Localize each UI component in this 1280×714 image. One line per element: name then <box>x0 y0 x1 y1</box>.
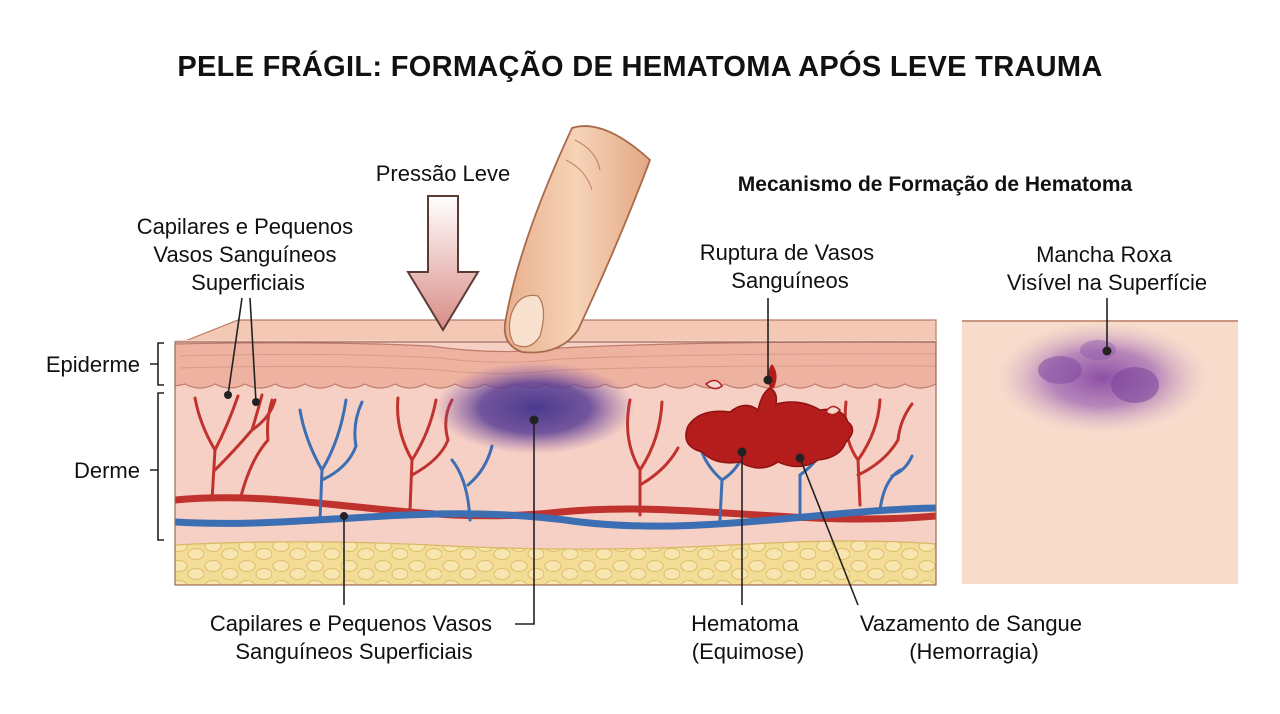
epidermis-label: Epiderme <box>46 352 140 377</box>
purple-spot-line-1: Mancha Roxa <box>1036 242 1173 267</box>
leakage-line-1: Vazamento de Sangue <box>860 611 1082 636</box>
capillaries-bottom-label: Capilares e Pequenos Vasos Sanguíneos Su… <box>210 611 498 664</box>
surface-view-panel <box>962 320 1238 584</box>
hemorrhage-pool <box>685 387 854 469</box>
deep-vein <box>175 504 936 530</box>
bruise-under-pressure <box>435 362 635 454</box>
pressure-arrow <box>406 195 480 332</box>
hematoma-line-1: Hematoma <box>691 611 799 636</box>
capillaries-top-line-1: Capilares e Pequenos <box>137 214 353 239</box>
finger-illustration <box>503 125 652 354</box>
rupture-line-1: Ruptura de Vasos <box>700 240 874 265</box>
leakage-line-2: (Hemorragia) <box>909 639 1039 664</box>
layer-brackets <box>150 342 164 541</box>
pressure-label: Pressão Leve <box>376 161 511 186</box>
subcutaneous-fat-layer <box>175 540 936 585</box>
diagram-title: PELE FRÁGIL: FORMAÇÃO DE HEMATOMA APÓS L… <box>177 49 1102 83</box>
purple-spot-line-2: Visível na Superfície <box>1007 270 1207 295</box>
capillaries-bottom-line-1: Capilares e Pequenos Vasos <box>210 611 492 636</box>
capillaries-top-label: Capilares e Pequenos Vasos Sanguíneos Su… <box>137 214 360 295</box>
capillaries-bottom-leader <box>343 420 535 625</box>
rupture-line-2: Sanguíneos <box>731 268 848 293</box>
capillaries-top-line-2: Vasos Sanguíneos <box>153 242 336 267</box>
dermis-label: Derme <box>74 458 140 483</box>
leakage-label: Vazamento de Sangue (Hemorragia) <box>860 611 1088 664</box>
rupture-label: Ruptura de Vasos Sanguíneos <box>700 240 881 293</box>
leakage-leader <box>799 457 859 606</box>
purple-spot <box>996 322 1208 434</box>
mechanism-subtitle: Mecanismo de Formação de Hematoma <box>738 173 1133 196</box>
capillaries-bottom-line-2: Sanguíneos Superficiais <box>235 639 472 664</box>
skin-cross-section <box>174 319 937 586</box>
capillaries-top-line-3: Superficiais <box>191 270 305 295</box>
hematoma-line-2: (Equimose) <box>692 639 804 664</box>
purple-spot-label: Mancha Roxa Visível na Superfície <box>1007 242 1207 295</box>
capillaries-top-leader <box>227 297 257 403</box>
hematoma-label: Hematoma (Equimose) <box>691 611 805 664</box>
